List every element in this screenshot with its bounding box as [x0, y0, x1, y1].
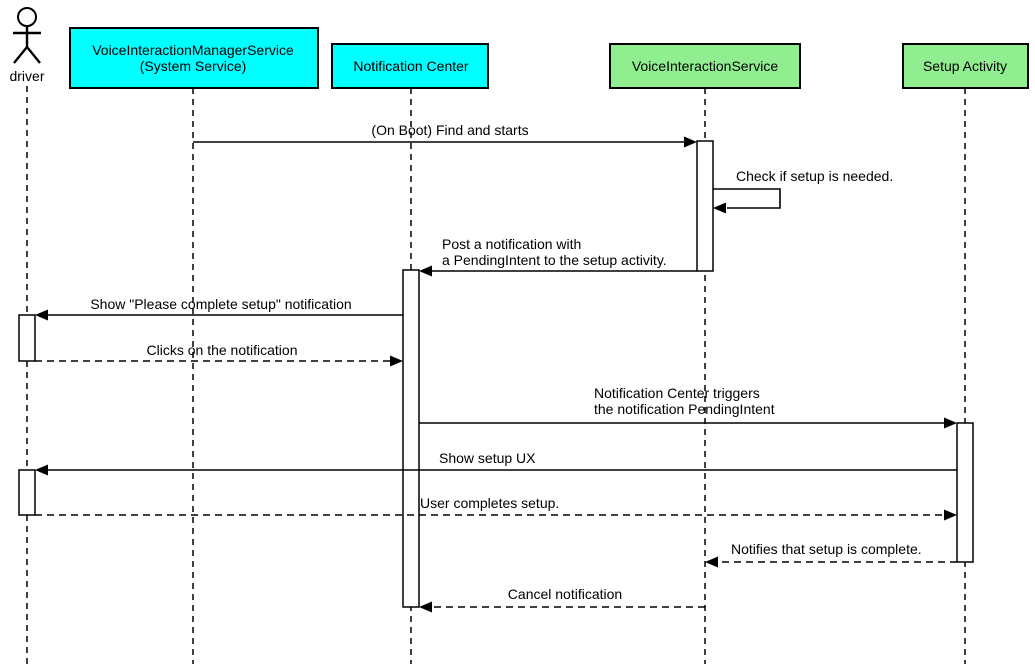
msg-notifies-setup-complete-arrowhead [705, 556, 718, 568]
driver-activation-2 [18, 469, 36, 516]
msg-check-if-setup-needed-arrowhead [713, 202, 726, 214]
participant-box-notification-center [331, 43, 489, 89]
actor-left-leg-icon [13, 46, 28, 64]
notification-center-activation [402, 269, 420, 608]
participant-box-voice-interaction-service [609, 43, 801, 89]
participant-label-voice-interaction-manager-service: VoiceInteractionManagerService [92, 42, 294, 58]
msg-show-complete-setup-notification-arrowhead [35, 309, 48, 321]
msg-triggers-pending-intent-arrowhead [944, 417, 957, 429]
msg-post-notification-label: Post a notification with [442, 236, 581, 252]
msg-user-completes-setup-label: User completes setup. [420, 495, 559, 511]
msg-show-setup-ux-label: Show setup UX [439, 450, 536, 466]
msg-find-and-starts-arrowhead [684, 136, 697, 148]
msg-post-notification-arrowhead [419, 265, 432, 277]
participant-label-notification-center: Notification Center [353, 58, 469, 74]
msg-clicks-on-notification-label: Clicks on the notification [147, 342, 298, 358]
msg-check-if-setup-needed-line [713, 188, 781, 209]
setup-activity-activation [956, 422, 974, 563]
msg-user-completes-setup-arrowhead [944, 509, 957, 521]
actor-right-leg-icon [26, 46, 41, 64]
driver-activation-1 [18, 314, 36, 362]
msg-triggers-pending-intent-label: Notification Center triggers [594, 385, 760, 401]
participant-label-setup-activity: Setup Activity [923, 58, 1007, 74]
msg-cancel-notification-arrowhead [419, 601, 432, 613]
msg-clicks-on-notification-arrowhead [390, 355, 403, 367]
participant-box-voice-interaction-manager-service [69, 27, 319, 89]
msg-cancel-notification-label: Cancel notification [508, 586, 622, 602]
msg-show-complete-setup-notification-label: Show "Please complete setup" notificatio… [90, 296, 351, 312]
msg-find-and-starts-label: (On Boot) Find and starts [371, 122, 528, 138]
msg-notifies-setup-complete-label: Notifies that setup is complete. [731, 541, 922, 557]
participant-label-voice-interaction-manager-service: (System Service) [140, 58, 247, 74]
msg-show-setup-ux-arrowhead [35, 464, 48, 476]
participant-label-voice-interaction-service: VoiceInteractionService [632, 58, 779, 74]
msg-triggers-pending-intent-label: the notification PendingIntent [594, 401, 775, 417]
msg-post-notification-label: a PendingIntent to the setup activity. [442, 252, 667, 268]
actor-label: driver [9, 68, 44, 84]
participant-box-setup-activity [902, 43, 1029, 89]
voice-interaction-service-activation [696, 140, 714, 272]
msg-check-if-setup-needed-label: Check if setup is needed. [736, 168, 893, 184]
